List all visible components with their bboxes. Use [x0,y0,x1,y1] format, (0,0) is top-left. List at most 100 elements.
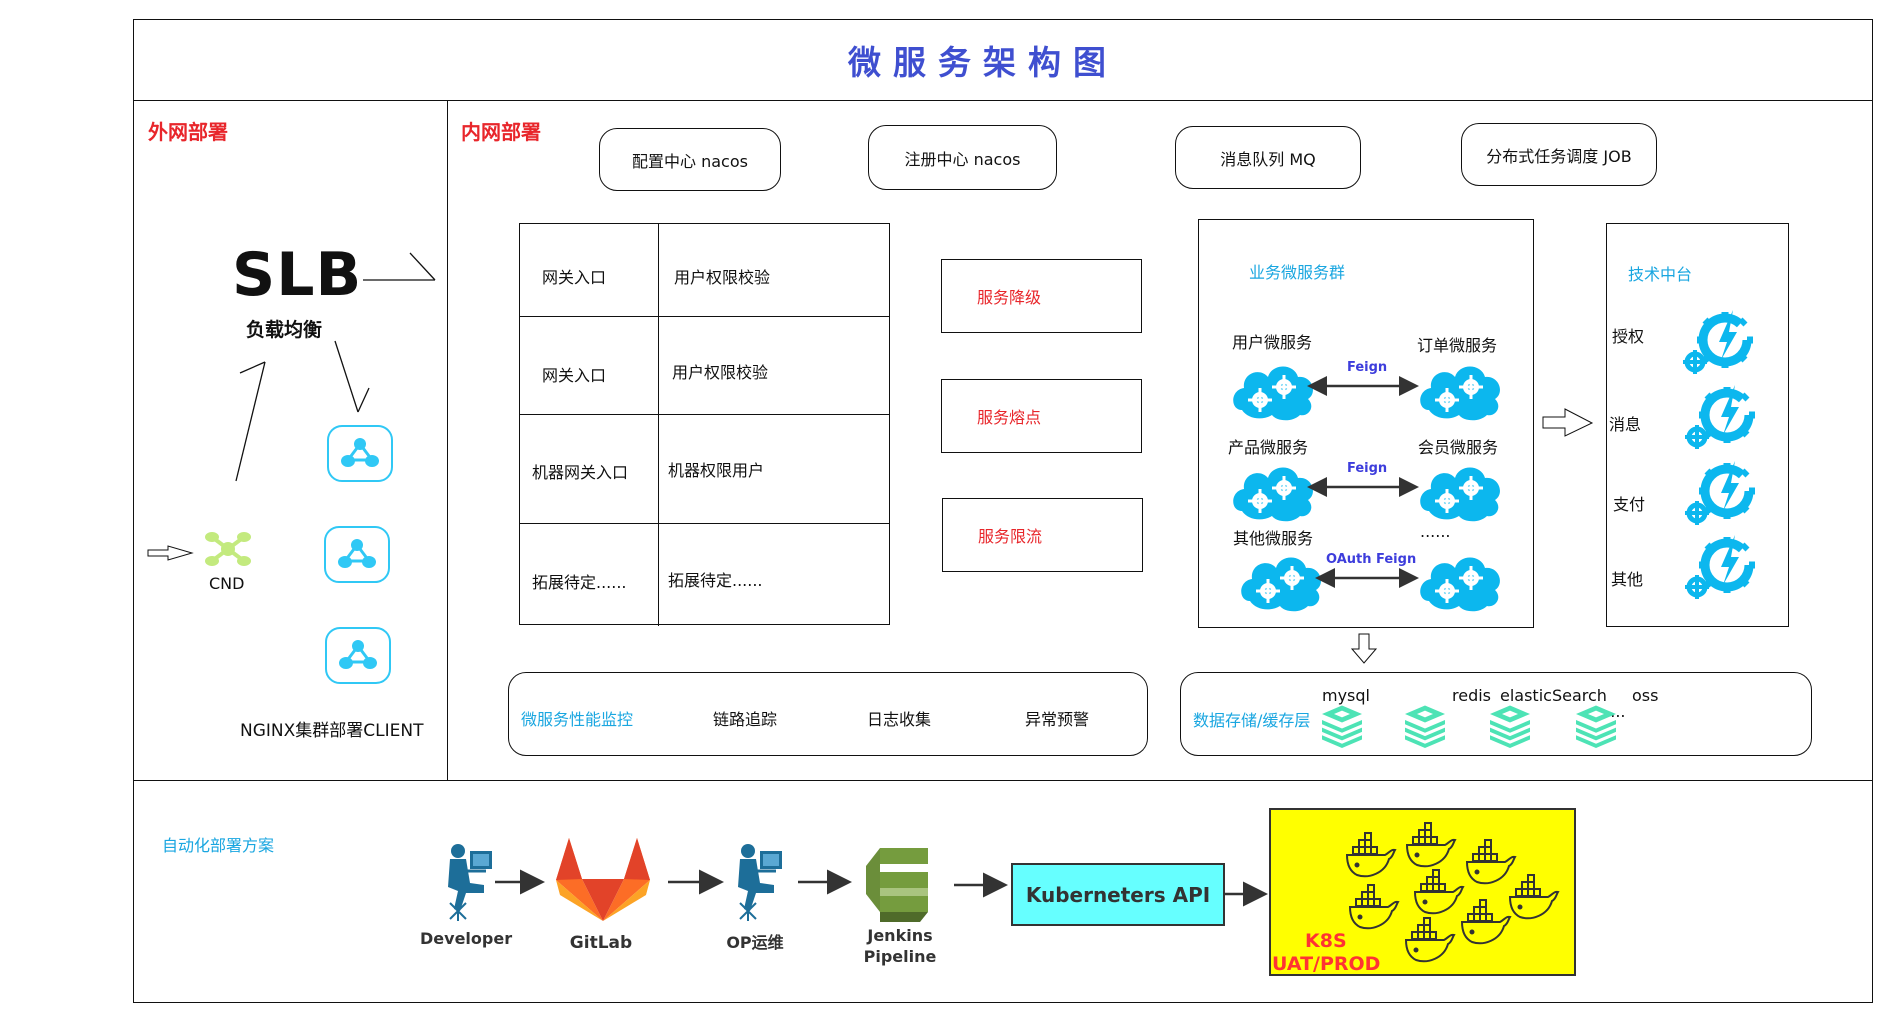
nginx-label: NGINX集群部署CLIENT [240,721,424,741]
table-cell: 网关入口 [542,268,607,287]
k8s-label: K8S [1305,930,1347,952]
storage-item-redis: redis [1452,686,1492,705]
business-microservices-box [1198,219,1534,628]
table-cell: 用户权限校验 [672,363,769,382]
tech-item-payment: 支付 [1613,495,1646,514]
infra-message-queue: 消息队列 MQ [1175,126,1361,189]
infra-label: 消息队列 MQ [1220,149,1316,169]
cluster-icon [327,425,393,482]
link-label: OAuth Feign [1326,552,1417,567]
infra-label: 注册中心 nacos [904,149,1021,169]
infra-job-scheduler: 分布式任务调度 JOB [1461,123,1657,186]
docker-icon [1405,917,1455,963]
kubernetes-api-box: Kuberneters API [1011,863,1225,926]
docker-icon [1509,874,1559,920]
jenkins-pipeline-icon [866,848,928,922]
table-cell: 机器网关入口 [532,463,629,482]
monitoring-item: 链路追踪 [713,710,778,729]
service-user: 用户微服务 [1232,333,1313,352]
cdn-up-arrow-head [239,361,266,374]
jenkins-label-line1: Jenkins [867,926,933,945]
monitoring-bar [508,672,1148,756]
storage-item-mysql: mysql [1322,686,1370,705]
cdn-up-arrow-line [235,361,266,482]
storage-title: 数据存储/缓存层 [1193,711,1311,730]
table-row [520,224,889,317]
resilience-degrade: 服务降级 [941,259,1142,333]
slb-arrow-head [409,252,436,281]
section-automation-label: 自动化部署方案 [162,836,275,855]
docker-icon [1414,869,1464,915]
tech-item-message: 消息 [1609,415,1642,434]
table-cell: 机器权限用户 [668,461,765,480]
k8s-env-label: UAT/PROD [1272,953,1381,975]
service-product: 产品微服务 [1228,438,1309,457]
cdn-label: CND [209,574,245,593]
nginx-node-1 [327,425,393,486]
pipeline-step-gitlab: GitLab [569,933,633,953]
tech-item-other: 其他 [1611,570,1644,589]
gitlab-icon [556,838,650,921]
docker-icon [1349,884,1399,930]
monitoring-title: 微服务性能监控 [521,710,634,729]
jenkins-label-line2: Pipeline [863,947,937,966]
tech-item-auth: 授权 [1612,327,1645,346]
gateway-table: 网关入口 用户权限校验 网关入口 用户权限校验 机器网关入口 机器权限用户 拓展… [519,223,890,626]
automation-divider [133,780,1873,781]
nginx-node-3 [325,627,391,688]
docker-icon [1346,832,1396,878]
resilience-rate-limit: 服务限流 [942,498,1143,572]
infra-label: 分布式任务调度 JOB [1486,146,1632,166]
storage-item-oss: oss [1632,686,1659,705]
table-column-divider [658,224,659,626]
docker-icon [1461,899,1511,945]
pipeline-step-jenkins: Jenkins Pipeline [855,925,945,967]
table-cell: 用户权限校验 [674,268,771,287]
storage-bar [1180,672,1812,756]
table-row [520,415,889,524]
table-cell: 网关入口 [542,366,607,385]
docker-icon [1466,839,1516,885]
pipeline-step-developer: Developer [420,929,513,948]
tech-platform-title: 技术中台 [1628,265,1693,284]
storage-item-elasticsearch: elasticSearch [1500,686,1607,705]
nginx-down-arrow-line [334,340,359,413]
tech-platform-arrow [1542,408,1594,437]
pipeline-step-ops: OP运维 [726,933,784,952]
infra-registry-center: 注册中心 nacos [868,125,1057,190]
page-title: 微服务架构图 [848,42,1118,82]
service-order: 订单微服务 [1417,336,1498,355]
infra-config-center: 配置中心 nacos [599,128,781,191]
cluster-icon [325,627,391,684]
kubernetes-api-label: Kuberneters API [1025,882,1211,907]
external-internal-divider [447,100,448,780]
link-label: Feign [1347,461,1388,476]
slb-subtitle: 负载均衡 [246,319,323,341]
cdn-icon [205,532,251,566]
monitoring-item: 异常预警 [1025,710,1090,729]
cdn-input-arrow [147,545,194,561]
table-cell: 拓展待定...... [668,571,763,590]
section-internal-label: 内网部署 [461,120,541,144]
section-external-label: 外网部署 [148,120,228,144]
table-cell: 拓展待定...... [532,573,627,592]
infra-label: 配置中心 nacos [632,151,748,171]
service-other: 其他微服务 [1233,529,1314,548]
nginx-down-arrow-head [357,387,370,413]
service-more: ...... [1420,522,1451,541]
title-divider [133,100,1873,101]
diagram-frame [133,19,1873,1003]
docker-icon [1406,822,1456,868]
service-member: 会员微服务 [1418,438,1499,457]
storage-down-arrow [1350,633,1378,664]
link-label: Feign [1347,360,1388,375]
tech-platform-box [1606,223,1789,627]
resilience-circuit-breaker: 服务熔点 [941,379,1142,453]
business-title: 业务微服务群 [1249,263,1346,282]
monitoring-item: 日志收集 [867,710,932,729]
slb-logo: SLB [232,240,363,310]
